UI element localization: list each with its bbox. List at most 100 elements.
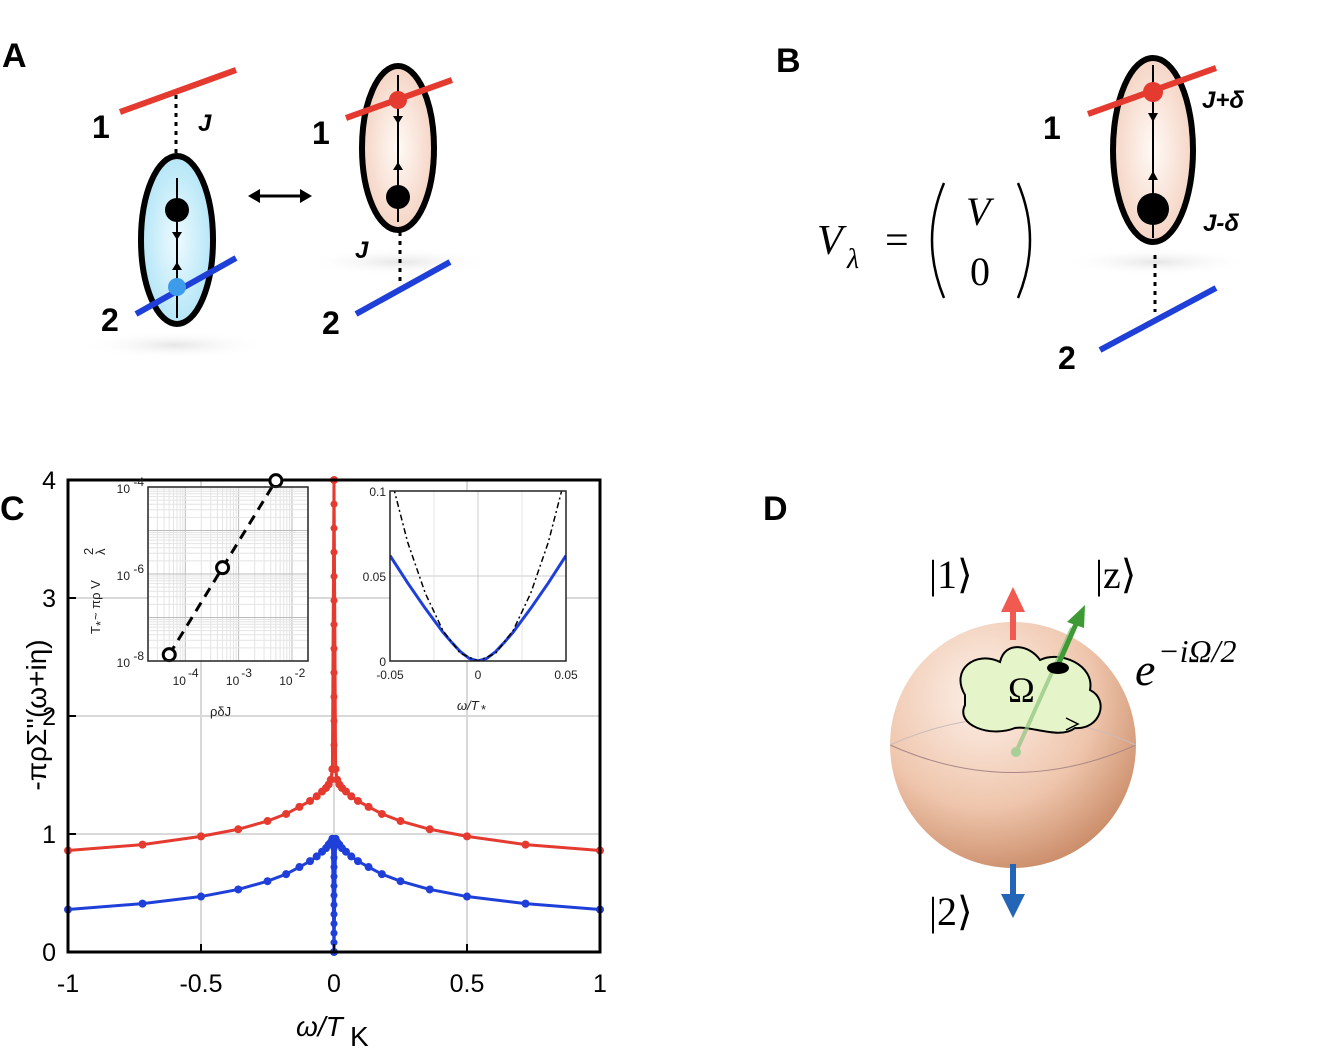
- main-x-axis-subscript: K: [350, 1021, 369, 1052]
- inset1-y-label-sup: 2: [81, 548, 96, 555]
- main-series-point-1: [347, 852, 356, 861]
- matrix-lhs: V: [817, 218, 847, 264]
- inset1-tick-label-y: 10: [117, 656, 131, 670]
- main-series-point-1: [197, 892, 205, 901]
- main-y-axis-label: -πρΣ''(ω+iη): [21, 639, 52, 790]
- site-2-line-right: [354, 259, 452, 317]
- state-2-arrowhead: [1001, 894, 1025, 918]
- inset1-y-label-main: T: [88, 626, 103, 634]
- main-series-point-0: [234, 825, 243, 834]
- main-series-point-0: [521, 840, 530, 849]
- spin-down-arrow-left: [172, 232, 182, 240]
- main-series-point-1: [234, 885, 243, 894]
- main-series-point-0: [263, 817, 272, 826]
- impurity-dot-red: [389, 91, 407, 109]
- main-series-point-0: [295, 802, 304, 811]
- state-z-point: [1047, 662, 1069, 674]
- panel-d: D Ω |1⟩ |z⟩ |2⟩ e −iΩ/2: [763, 490, 1237, 934]
- state-z-arrow: [1055, 622, 1079, 667]
- inset1-tick-exp-x: -2: [295, 666, 306, 680]
- main-series-cusp-point-1: [330, 872, 338, 880]
- main-series-cusp-point-0: [330, 669, 338, 677]
- main-series-cusp-point-1: [330, 891, 338, 899]
- inset2-frame: [389, 490, 567, 662]
- site-2-label-left: 2: [101, 302, 119, 338]
- coupling-label-left: J: [198, 110, 212, 137]
- main-series-point-1: [377, 870, 386, 879]
- main-series-point-0: [463, 832, 471, 841]
- main-tick-label-x: 1: [593, 970, 607, 998]
- panel-letter-c: C: [0, 490, 25, 528]
- coupling-label-top: J+δ: [1202, 87, 1244, 114]
- main-series-point-0: [425, 825, 434, 834]
- electron-dot-b: [1137, 193, 1169, 225]
- inset1-x-label: ρδJ: [210, 704, 231, 719]
- inset1-tick-label-y: 10: [117, 569, 131, 583]
- main-series-point-1: [295, 863, 304, 872]
- ket-z-label: |z⟩: [1095, 552, 1136, 597]
- matrix-left-paren: [930, 182, 946, 299]
- sphere-center-dot: [1011, 747, 1021, 757]
- inset2-x-label: ω/T: [457, 698, 480, 713]
- inset1-frame: [147, 486, 309, 662]
- inset1-data-point: [215, 560, 231, 576]
- main-series-cusp-point-1: [330, 882, 338, 890]
- loop-direction-arrow: [1065, 717, 1080, 731]
- main-series-cusp-point-1: [330, 910, 338, 918]
- double-arrow-left-head: [248, 189, 260, 203]
- main-series-point-0: [341, 787, 350, 796]
- inset2-tick-label-x: 0.05: [554, 668, 578, 682]
- impurity-dot-blue: [168, 278, 186, 296]
- inset2-x-label-star: *: [481, 702, 486, 717]
- panel-letter-a: A: [2, 37, 27, 75]
- main-series-point-1: [425, 885, 434, 894]
- inset1-tick-exp-x: -4: [188, 666, 199, 680]
- inset2-tick-label-y: 0: [379, 655, 386, 669]
- spin-down-arrow-b: [1148, 113, 1158, 122]
- electron-dot-left: [165, 198, 189, 222]
- main-series-point-1: [341, 847, 350, 856]
- main-series-cusp-point-1: [330, 863, 338, 871]
- site-2-label-right: 2: [322, 305, 340, 341]
- main-series-cusp-point-0: [330, 621, 338, 629]
- inset1-tick-exp-y: -6: [133, 562, 144, 576]
- main-series-cusp-point-0: [330, 693, 338, 701]
- inset1-tick-label-x: 10: [279, 674, 293, 688]
- main-tick-label-x: 0: [327, 970, 341, 998]
- main-series-point-0: [306, 796, 315, 805]
- omega-label: Ω: [1008, 670, 1035, 710]
- main-series-point-0: [347, 792, 356, 801]
- panel-letter-b: B: [776, 42, 801, 80]
- inset1-data-point: [161, 647, 177, 663]
- matrix-equals: =: [885, 218, 909, 264]
- main-tick-label-x: 0.5: [450, 970, 485, 998]
- spin-up-arrow-left: [172, 262, 182, 270]
- main-series-point-1: [463, 892, 471, 901]
- panel-letter-d: D: [763, 490, 788, 528]
- electron-dot-right: [386, 185, 410, 209]
- main-series-point-0: [364, 802, 373, 811]
- main-series-cusp-point-1: [330, 929, 338, 937]
- inset1-tick-label-x: 10: [226, 674, 240, 688]
- inset1-tick-exp-x: -3: [241, 666, 252, 680]
- coupling-label-bottom: J-δ: [1203, 210, 1239, 237]
- main-tick-label-y: 3: [42, 585, 56, 613]
- main-series-point-1: [521, 899, 530, 908]
- main-series-cusp-point-0: [330, 500, 338, 508]
- matrix-bottom-entry: 0: [970, 249, 990, 294]
- inset1-tick-exp-y: -4: [133, 475, 144, 489]
- state-z-arrowhead: [1067, 605, 1085, 628]
- main-tick-label-y: 4: [42, 467, 56, 495]
- site-1-label-left: 1: [92, 109, 110, 145]
- spin-down-arrow-right: [393, 116, 403, 124]
- main-series-cusp-point-1: [330, 920, 338, 928]
- impurity-dot-b: [1143, 82, 1163, 102]
- main-x-axis-label: ω/T: [296, 1011, 345, 1042]
- spin-up-arrow-b: [1148, 171, 1158, 180]
- main-series-cusp-point-0: [330, 596, 338, 604]
- matrix-right-paren: [1016, 182, 1032, 299]
- inset2-series-0: [390, 554, 566, 661]
